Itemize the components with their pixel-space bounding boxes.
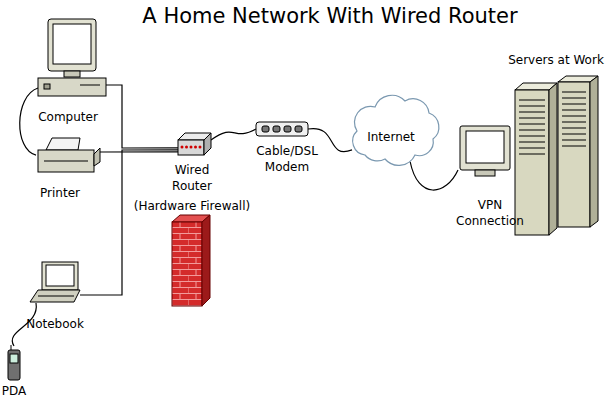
server-side <box>590 76 598 227</box>
network-cable <box>80 150 178 295</box>
pda-body <box>8 350 20 380</box>
edge-label: VPN Connection <box>450 197 530 229</box>
server-side <box>549 83 557 235</box>
modem-port <box>273 126 280 132</box>
router-node: Wired Router(Hardware Firewall) <box>178 133 211 155</box>
router-front <box>178 140 204 155</box>
node-label: Cable/DSL Modem <box>252 143 322 175</box>
monitor-case <box>48 19 96 71</box>
notebook-lid <box>42 262 78 290</box>
modem-body <box>256 122 308 136</box>
router-icon <box>178 133 211 155</box>
server-grooves <box>562 92 586 146</box>
monitor-screen <box>53 24 91 64</box>
node-label: Computer <box>23 109 113 125</box>
pda-antenna <box>11 345 12 350</box>
drive-slot <box>80 85 100 86</box>
network-cable <box>20 88 38 155</box>
power-button <box>44 84 50 89</box>
modem-node: Cable/DSL Modem <box>256 122 308 136</box>
monitor-screen <box>466 131 504 163</box>
router-led <box>190 146 193 149</box>
firewall-icon <box>172 215 210 306</box>
network-cable <box>211 129 256 140</box>
notebook-icon <box>30 262 80 302</box>
router-led <box>181 146 184 149</box>
printer-slot <box>44 161 88 162</box>
notebook-keys <box>38 296 74 297</box>
network-cable <box>410 162 458 190</box>
pda-screen <box>10 354 18 363</box>
server-front <box>515 90 549 235</box>
router-side <box>204 133 211 155</box>
node-label: Wired Router <box>162 162 222 194</box>
router-led <box>185 146 188 149</box>
modem-icon <box>256 122 308 136</box>
node-label: Notebook <box>15 316 95 332</box>
modem-port <box>262 126 269 132</box>
monitor-case <box>460 126 510 170</box>
computer-node: Computer <box>38 18 106 98</box>
printer-tray <box>94 148 100 166</box>
firewall-front <box>172 222 202 306</box>
modem-port <box>284 126 291 132</box>
printer-icon <box>38 138 100 172</box>
server-grooves <box>519 100 545 154</box>
network-cable <box>106 85 178 148</box>
notebook-screen <box>46 265 74 286</box>
router-led <box>199 146 202 149</box>
printer-node: Printer <box>36 137 100 174</box>
computer-icon <box>38 19 106 96</box>
notebook-node: Notebook <box>30 262 80 303</box>
monitor-stand <box>475 170 495 176</box>
network-cable <box>100 151 178 152</box>
node-label: Printer <box>20 185 100 201</box>
pda-icon <box>8 345 20 380</box>
node-label: PDA <box>0 383 34 399</box>
node-label: Internet <box>351 129 431 145</box>
notebook-base <box>30 290 80 302</box>
server-front <box>558 82 590 227</box>
diagram-title: A Home Network With Wired Router <box>130 3 530 29</box>
firewall-side <box>202 215 210 306</box>
node-label: (Hardware Firewall) <box>117 198 267 214</box>
printer-body <box>38 150 94 172</box>
modem-port <box>295 126 302 132</box>
printer-paper <box>46 138 80 150</box>
node-label: Servers at Work <box>496 52 612 68</box>
pda-node: PDA <box>8 346 20 380</box>
router-led <box>194 146 197 149</box>
cloud-node: Internet <box>352 98 434 162</box>
monitor-stand <box>64 71 80 77</box>
computer-case <box>38 78 106 96</box>
